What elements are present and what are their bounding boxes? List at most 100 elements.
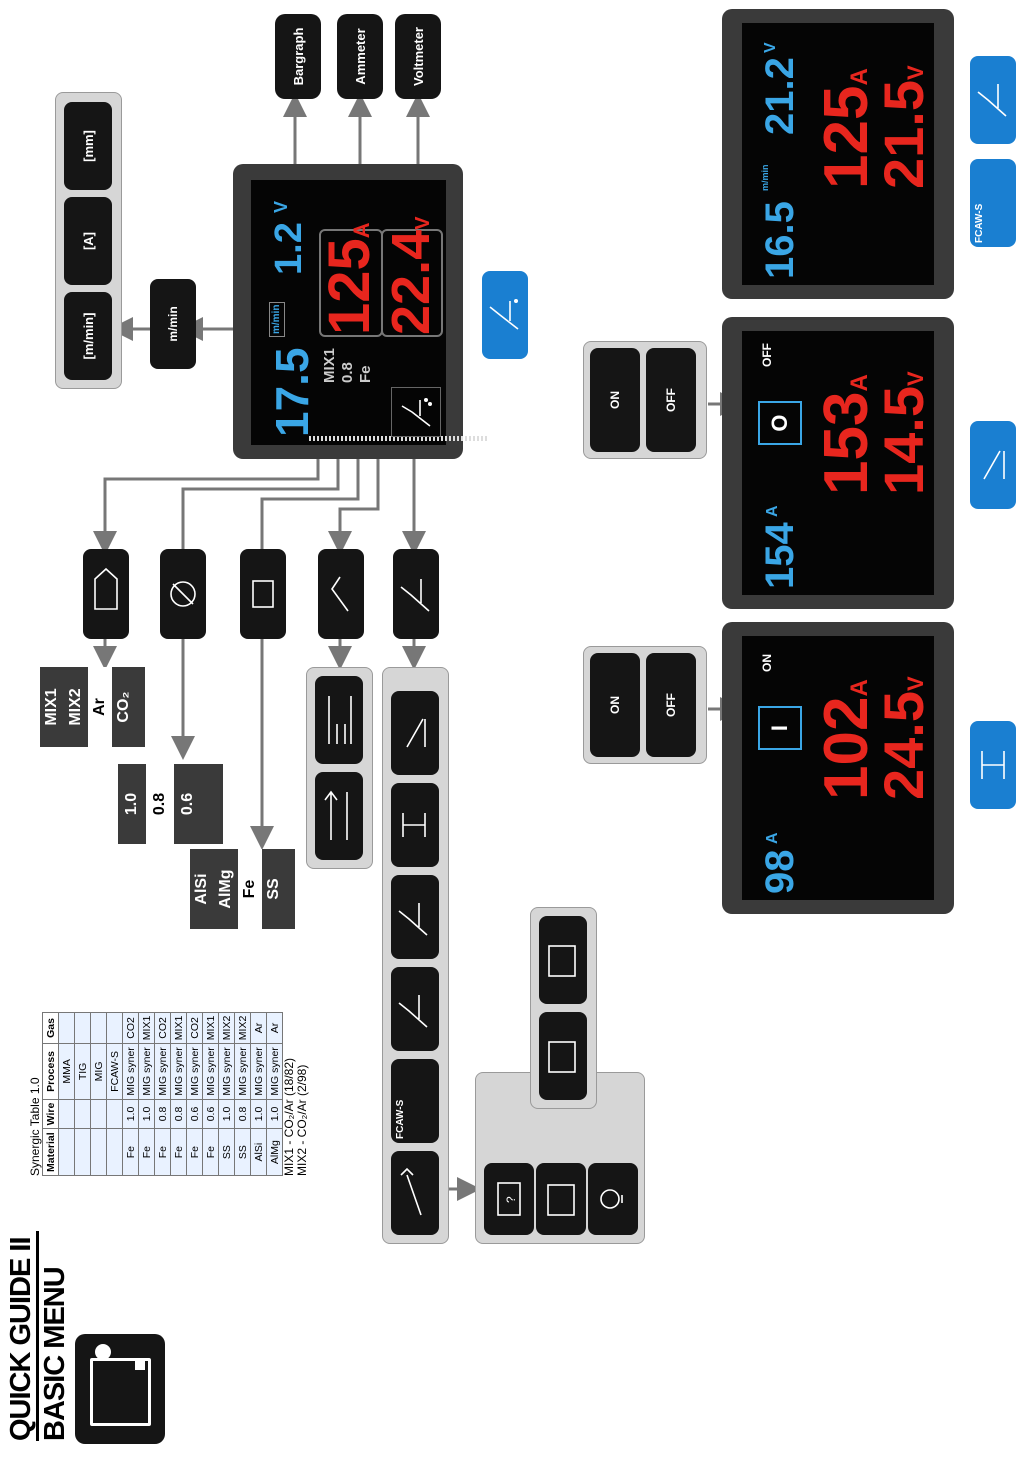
main-display-screen: 17.5 m/min 1.2 V MIX1 0.8 Fe 125A 22.4V [251, 180, 487, 445]
table-cell: 1.0 [218, 1099, 235, 1129]
gas-value: MIX1 [321, 347, 338, 383]
svg-text:?: ? [504, 1196, 518, 1203]
light-option[interactable] [588, 1163, 638, 1235]
table-cell: MIG syner [138, 1043, 155, 1100]
four-stroke-option[interactable] [315, 676, 363, 764]
table-cell: MIG syner [218, 1043, 235, 1100]
wire-speed-value: 17.5 [266, 347, 318, 437]
synergic-header: Gas [42, 1012, 59, 1044]
mig-process-option[interactable] [391, 967, 439, 1051]
mig-gas-process-button[interactable] [970, 56, 1016, 144]
table-cell: MIG syner [202, 1043, 219, 1100]
wire-diameter-tile[interactable] [160, 549, 206, 639]
synergic-header: Material [42, 1128, 59, 1176]
table-cell: AlSi [250, 1128, 267, 1176]
settings-wrench-option[interactable] [391, 1151, 439, 1235]
fcaw-button-label: FCAW-S [974, 203, 985, 243]
fcaw-volts-unit: V [903, 65, 928, 80]
table-cell: MIG syner [154, 1043, 171, 1100]
torch-tile[interactable] [318, 549, 364, 639]
table-cell [74, 1099, 91, 1129]
mma-switch-off-option[interactable]: OFF [646, 348, 696, 452]
table-cell: MIX2 [234, 1012, 251, 1044]
process-tile[interactable] [393, 549, 439, 639]
table-cell: SS [234, 1128, 251, 1176]
tig-process-button[interactable] [970, 721, 1016, 809]
process-icon-box [391, 387, 441, 437]
table-cell: 0.8 [154, 1099, 171, 1129]
speed-unit-tile[interactable]: m/min [150, 279, 196, 369]
mma-process-option[interactable] [391, 691, 439, 775]
mma-screen: 154 A O OFF 153A 14.5V [722, 317, 954, 609]
volts-value: 22.4 [381, 229, 441, 335]
tig-switch-state: ON [760, 654, 774, 672]
title-line-2: BASIC MENU [39, 1267, 71, 1441]
table-cell [90, 1128, 107, 1176]
fcaw-amps: 125 [812, 85, 881, 189]
synergic-table-note-2: MIX2 - CO₂/Ar (2/98) [295, 1064, 309, 1176]
unit-option-mm[interactable]: [mm] [64, 102, 112, 190]
ammeter-label: Ammeter [337, 14, 383, 99]
mig-gas-process-option[interactable] [391, 875, 439, 959]
tig-icon [402, 813, 426, 837]
wire-speed-unit: m/min [269, 301, 285, 337]
table-cell: MIX2 [218, 1012, 235, 1044]
unit-option-amps[interactable]: [A] [64, 197, 112, 285]
table-cell: MMA [58, 1043, 75, 1100]
fcaw-screen: 16.5 m/min 21.2 V 125A 21.5V [722, 9, 954, 299]
tig-switch-on-option[interactable]: ON [590, 653, 640, 757]
process-menu: FCAW-S [382, 667, 449, 1244]
mma-electrode-icon [983, 450, 1005, 480]
help-option[interactable]: ? [484, 1163, 534, 1235]
gas-tile[interactable] [83, 549, 129, 639]
table-cell: 0.6 [202, 1099, 219, 1129]
tig-amps-unit: A [846, 679, 873, 697]
table-cell: 0.8 [234, 1099, 251, 1129]
tig-process-option[interactable] [391, 783, 439, 867]
small-volt-unit: V [271, 200, 291, 213]
tig-amps: 102 [812, 696, 881, 800]
small-volt-value: 1.2 [268, 222, 310, 275]
fcaw-wire-unit: m/min [760, 164, 770, 191]
basic-menu-icon [75, 1334, 165, 1444]
screen-settings-option[interactable] [539, 1012, 587, 1100]
tig-icon [981, 751, 1005, 779]
table-cell: 1.0 [266, 1099, 283, 1129]
mma-off-label: OFF [664, 388, 678, 412]
volts-unit: V [412, 216, 434, 230]
table-cell: MIG syner [170, 1043, 187, 1100]
fcaw-process-button[interactable]: FCAW-S [970, 159, 1016, 247]
material-tile[interactable] [240, 549, 286, 639]
speed-unit-menu: [m/min] [A] [mm] [55, 92, 122, 389]
tig-off-label: OFF [664, 693, 678, 717]
screen-option[interactable] [536, 1163, 586, 1235]
mma-volts: 14.5 [872, 386, 935, 495]
table-cell: AlMg [266, 1128, 283, 1176]
bulb-icon [600, 1189, 623, 1209]
gas-bottle-icon [94, 567, 118, 610]
screen-basic-option[interactable] [539, 916, 587, 1004]
amps-unit: A [349, 222, 374, 239]
main-display: 17.5 m/min 1.2 V MIX1 0.8 Fe 125A 22.4V [233, 164, 487, 459]
synergic-header: Process [42, 1043, 59, 1100]
unit-option-m-min[interactable]: [m/min] [64, 292, 112, 380]
mma-switch-on-option[interactable]: ON [590, 348, 640, 452]
guide-title: QUICK GUIDE II BASIC MENU [5, 1231, 71, 1441]
material-icon [252, 580, 274, 608]
fcaw-process-option[interactable]: FCAW-S [391, 1059, 439, 1143]
mig-process-button[interactable] [482, 271, 528, 359]
diameter-value: 0.8 [339, 362, 356, 383]
mma-process-button[interactable] [970, 421, 1016, 509]
wrench-icon [400, 1167, 422, 1216]
tig-switch-off-option[interactable]: OFF [646, 653, 696, 757]
table-cell: Fe [202, 1128, 219, 1176]
two-stroke-option[interactable] [315, 772, 363, 860]
mma-small-amps-unit: A [764, 505, 781, 517]
